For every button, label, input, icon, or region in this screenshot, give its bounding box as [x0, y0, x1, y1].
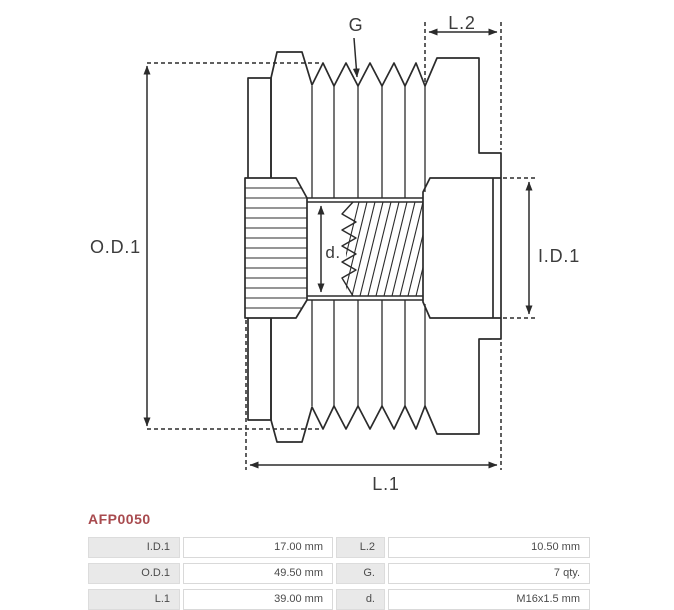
bearing-boss — [422, 177, 501, 319]
thread-hatching — [346, 202, 423, 296]
spec-value: 49.50 mm — [183, 563, 333, 584]
knurled-nut — [244, 177, 308, 319]
spec-value: 7 qty. — [388, 563, 590, 584]
spec-value: 10.50 mm — [388, 537, 590, 558]
dimension-l2: L.2 — [424, 13, 502, 150]
spec-key: I.D.1 — [88, 537, 180, 558]
dimension-d: d. — [317, 205, 340, 293]
part-number: AFP0050 — [88, 511, 151, 527]
dim-label-od1: O.D.1 — [90, 237, 141, 257]
groove-valley-lines-bottom — [311, 300, 426, 406]
dim-label-l2: L.2 — [448, 13, 475, 33]
callout-g: G — [349, 15, 364, 78]
dim-label-id1: I.D.1 — [538, 246, 580, 266]
dim-label-g: G — [349, 15, 364, 35]
technical-diagram: O.D.1 L.1 L.2 G d. I.D.1 — [90, 13, 580, 494]
spec-key: L.2 — [336, 537, 385, 558]
dimension-id1: I.D.1 — [503, 177, 580, 319]
dim-label-d: d. — [325, 243, 340, 262]
spec-key: G. — [336, 563, 385, 584]
dim-label-l1: L.1 — [372, 474, 399, 494]
thread-profile-zigzag — [341, 201, 357, 297]
dimension-od1: O.D.1 — [90, 62, 322, 430]
spec-value: 17.00 mm — [183, 537, 333, 558]
spec-key: O.D.1 — [88, 563, 180, 584]
groove-valley-lines-top — [311, 86, 426, 198]
spec-table: I.D.1 17.00 mm L.2 10.50 mm O.D.1 49.50 … — [88, 537, 590, 610]
dimension-l1: L.1 — [245, 320, 502, 494]
threaded-bore — [307, 197, 423, 301]
